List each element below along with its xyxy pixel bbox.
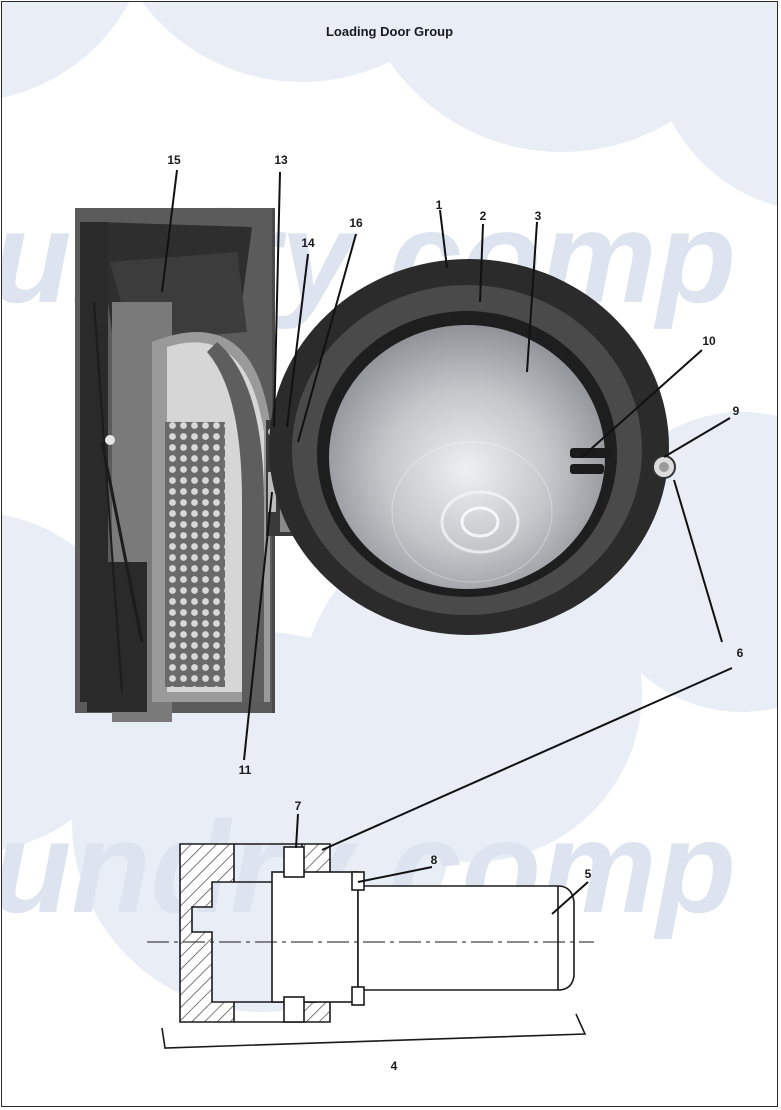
callout-9: 9 bbox=[733, 404, 740, 418]
callout-4: 4 bbox=[391, 1059, 398, 1073]
callout-2: 2 bbox=[480, 209, 487, 223]
callout-11: 11 bbox=[239, 763, 252, 777]
callout-5: 5 bbox=[585, 867, 592, 881]
callout-16: 16 bbox=[349, 216, 363, 230]
callout-10: 10 bbox=[702, 334, 716, 348]
callout-8: 8 bbox=[431, 853, 438, 867]
callout-3: 3 bbox=[535, 209, 542, 223]
page-title: Loading Door Group bbox=[325, 24, 454, 39]
callout-6-top: 6 bbox=[737, 646, 744, 660]
callout-15: 15 bbox=[167, 153, 181, 167]
loading-door bbox=[269, 259, 676, 635]
callout-14: 14 bbox=[301, 236, 315, 250]
machine-frame bbox=[75, 208, 275, 722]
callout-1: 1 bbox=[436, 198, 443, 212]
callout-7: 7 bbox=[295, 799, 302, 813]
callout-13: 13 bbox=[274, 153, 288, 167]
